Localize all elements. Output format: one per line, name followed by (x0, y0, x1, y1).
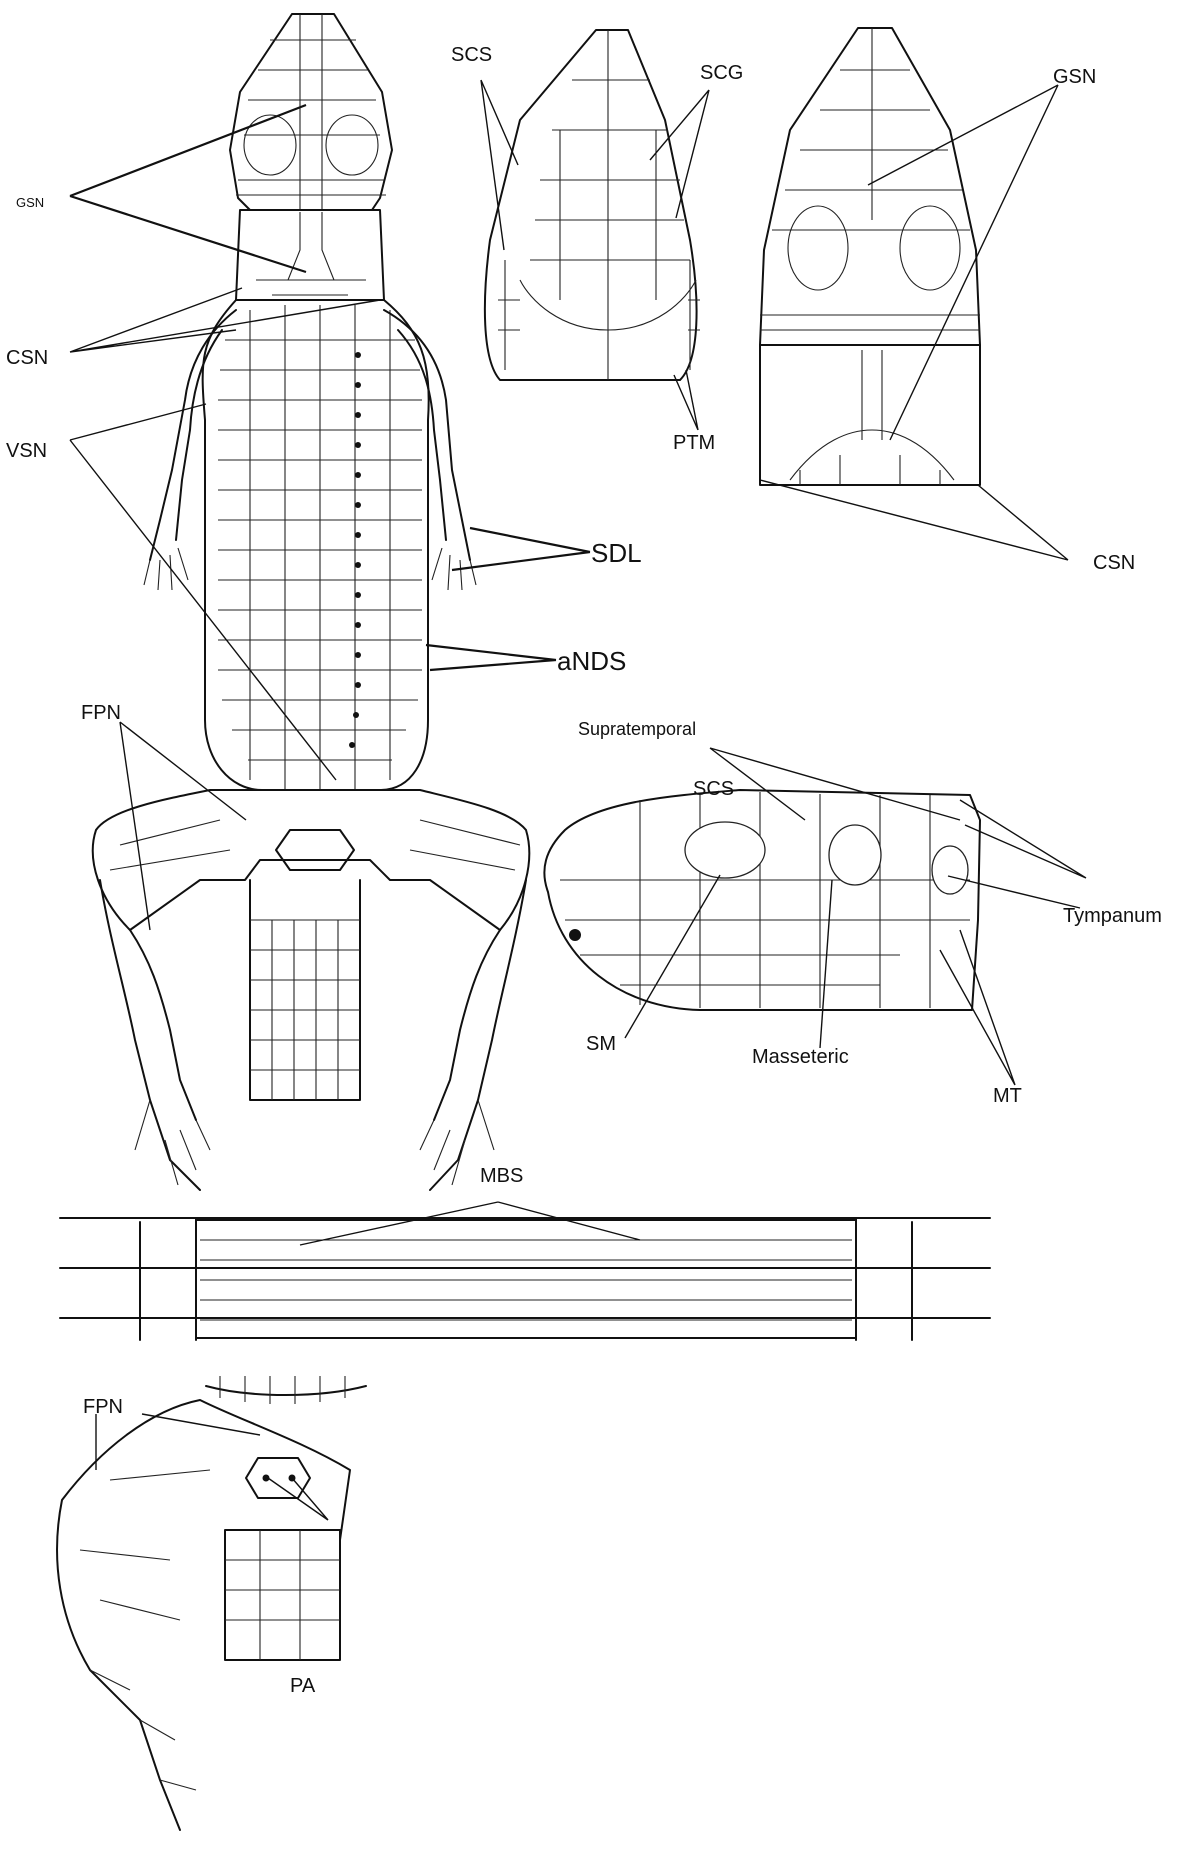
label-gsn-throat: GSN (1053, 67, 1096, 87)
label-mt: MT (993, 1086, 1022, 1106)
panel-dorsal-head (485, 30, 700, 380)
label-fpn-body: FPN (81, 703, 121, 723)
lateral-head-outline (544, 790, 980, 1010)
dorsal-head-outline (485, 30, 697, 380)
cloacal-plate (276, 830, 354, 870)
strip-outline (60, 1218, 990, 1318)
label-masseteric: Masseteric (752, 1047, 849, 1067)
label-fpn-hind: FPN (83, 1397, 123, 1417)
label-scs-lateral: SCS (693, 779, 734, 799)
body-head-outline (230, 14, 392, 210)
label-vsn-body: VSN (6, 441, 47, 461)
tail-base (250, 880, 360, 1100)
label-mbs: MBS (480, 1166, 523, 1186)
label-csn-body: CSN (6, 348, 48, 368)
panel-lateral-head (544, 790, 980, 1010)
panel-throat (760, 28, 980, 485)
throat-head-outline (760, 28, 980, 345)
label-sm: SM (586, 1034, 616, 1054)
body-neck (236, 210, 384, 300)
label-scs-head: SCS (451, 45, 492, 65)
label-scg: SCG (700, 63, 743, 83)
tail-top (206, 1386, 366, 1395)
label-csn-throat: CSN (1093, 553, 1135, 573)
hindlimb-outline (57, 1400, 350, 1830)
label-ands: aNDS (557, 648, 626, 674)
panel-midbody-strip (60, 1218, 990, 1340)
panel-ventral-body (93, 14, 529, 1190)
body-trunk (203, 300, 429, 790)
label-gsn-body: GSN (16, 196, 44, 209)
ventral-scale-grid (218, 305, 422, 790)
left-forelimb (150, 310, 236, 560)
leader-lines (70, 80, 1086, 1520)
throat-neck-outline (760, 345, 980, 485)
label-tympanum: Tympanum (1063, 906, 1162, 926)
panel-hindlimb (57, 1376, 366, 1830)
label-pa: PA (290, 1676, 315, 1696)
label-ptm: PTM (673, 433, 715, 453)
label-sdl: SDL (591, 540, 642, 566)
label-supratemporal: Supratemporal (578, 720, 696, 738)
